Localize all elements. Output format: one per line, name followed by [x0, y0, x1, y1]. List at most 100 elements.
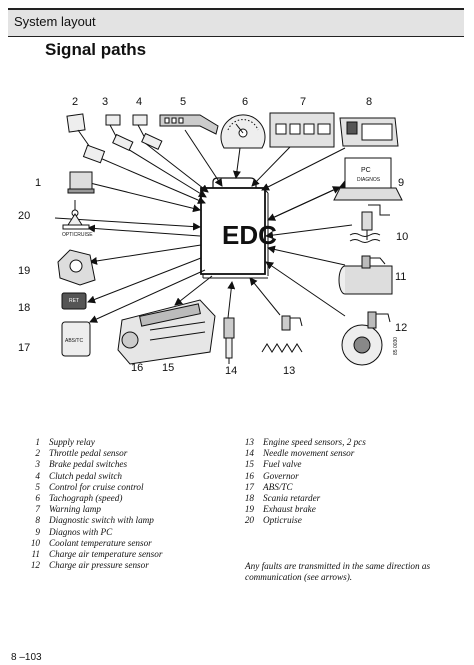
component-number-3: 3 [102, 96, 109, 108]
needle-movement-sensor-icon [223, 317, 235, 364]
component-number-16: 16 [131, 362, 144, 374]
legend-number: 3 [35, 459, 40, 470]
abs-tc-unit-icon [61, 321, 91, 357]
legend-text: Opticruise [263, 515, 302, 526]
coolant-temp-sensor-icon [349, 204, 390, 243]
legend-text: Diagnos with PC [49, 526, 113, 537]
legend-number: 17 [244, 481, 254, 492]
legend-number: 8 [35, 515, 40, 526]
legend-number: 6 [35, 493, 40, 504]
legend-item: 8 Diagnostic switch with lamp [22, 515, 162, 526]
legend-number: 15 [244, 459, 254, 470]
legend-item: 6 Tachograph (speed) [22, 493, 162, 504]
legend-item: 18 Scania retarder [236, 493, 366, 504]
legend-item: 1 Supply relay [22, 437, 162, 448]
legend-number: 13 [244, 437, 254, 447]
legend-item: 2 Throttle pedal sensor [22, 448, 162, 459]
side-code: 85 0030 [393, 336, 399, 355]
header-bar: System layout [8, 8, 464, 37]
component-number-7: 7 [300, 96, 307, 108]
legend-item: 17 ABS/TC [236, 482, 366, 493]
legend-text: Exhaust brake [263, 504, 316, 515]
retarder-switch-icon [61, 292, 87, 310]
legend-text: Charge air temperature sensor [49, 549, 163, 560]
component-number-4: 4 [136, 96, 143, 108]
legend-item: 19 Exhaust brake [236, 504, 366, 515]
legend-text: Throttle pedal sensor [49, 448, 128, 459]
brake-pedal-icon [105, 114, 134, 151]
component-number-18: 18 [18, 302, 31, 314]
legend-text: Scania retarder [263, 493, 321, 504]
legend-number: 16 [244, 470, 254, 481]
page-number: 8 –103 [11, 652, 42, 663]
diagnostic-switch-icon [339, 117, 399, 147]
opticruise-lever-icon [62, 200, 90, 230]
legend-number: 2 [35, 448, 40, 459]
component-number-5: 5 [180, 96, 187, 108]
legend-number: 18 [244, 493, 254, 504]
legend-item: 9 Diagnos with PC [22, 527, 162, 538]
legend-text: Brake pedal switches [49, 459, 128, 470]
throttle-pedal-icon [66, 113, 106, 164]
edc-label: EDC [222, 220, 277, 250]
legend-item: 10 Coolant temperature sensor [22, 538, 162, 549]
component-number-6: 6 [242, 96, 249, 108]
legend-left: 1 Supply relay 2 Throttle pedal sensor 3 Br… [22, 437, 163, 571]
legend-text: Needle movement sensor [263, 448, 355, 459]
legend-text: Tachograph (speed) [49, 493, 123, 504]
legend-text: Coolant temperature sensor [49, 537, 152, 548]
page-heading: Signal paths [45, 40, 147, 59]
component-number-14: 14 [225, 365, 238, 377]
ret-label: RET [69, 298, 79, 304]
legend-right: 13 Engine speed sensors, 2 pcs 14 Needle m… [236, 437, 366, 527]
legend-number: 7 [35, 504, 40, 515]
pc-laptop-icon [333, 157, 403, 201]
header-title: System layout [14, 14, 96, 29]
abs-label: ABS/TC [65, 338, 84, 344]
legend-number: 9 [35, 526, 40, 537]
legend-item: 20 Opticruise [236, 515, 366, 526]
pc-screen-subtext: DIAGNOS [357, 177, 381, 183]
legend-number: 20 [244, 515, 254, 526]
legend-item: 14 Needle movement sensor [236, 448, 366, 459]
legend-item: 11 Charge air temperature sensor [22, 549, 162, 560]
legend-text: Warning lamp [49, 504, 101, 515]
clutch-pedal-icon [132, 114, 163, 150]
legend-text: Engine speed sensors, 2 pcs [263, 437, 366, 447]
legend-item: 16 Governor [236, 471, 366, 482]
legend-text: Control for cruise control [49, 481, 144, 492]
legend-text: Clutch pedal switch [49, 470, 122, 481]
legend-item: 7 Warning lamp [22, 504, 162, 515]
component-number-2: 2 [72, 96, 79, 108]
injection-pump-icon [117, 299, 216, 365]
legend-item: 13 Engine speed sensors, 2 pcs [236, 437, 366, 448]
component-number-20: 20 [18, 210, 31, 222]
component-number-11: 11 [395, 271, 407, 283]
legend-text: ABS/TC [263, 481, 293, 492]
engine-speed-sensor-icon [261, 315, 303, 353]
legend-number: 14 [244, 448, 254, 459]
legend-number: 19 [244, 504, 254, 515]
legend-text: Charge air pressure sensor [49, 560, 149, 571]
legend-number: 1 [35, 437, 40, 447]
faults-note: Any faults are transmitted in the same d… [245, 561, 431, 583]
legend-number: 11 [31, 549, 40, 560]
legend-item: 5 Control for cruise control [22, 482, 162, 493]
supply-relay-icon [67, 171, 95, 194]
component-number-13: 13 [283, 365, 296, 377]
charge-air-pressure-sensor-icon [341, 311, 391, 366]
legend-text: Supply relay [49, 437, 95, 447]
component-number-15: 15 [162, 362, 175, 374]
legend-number: 10 [30, 537, 40, 548]
legend-text: Governor [263, 470, 299, 481]
legend-text: Diagnostic switch with lamp [49, 515, 154, 526]
tachograph-icon [220, 114, 266, 149]
legend-item: 3 Brake pedal switches [22, 459, 162, 470]
component-number-19: 19 [18, 265, 31, 277]
legend-number: 5 [35, 481, 40, 492]
opticruise-label: OPTICRUISE [62, 232, 93, 238]
component-number-17: 17 [18, 342, 31, 354]
